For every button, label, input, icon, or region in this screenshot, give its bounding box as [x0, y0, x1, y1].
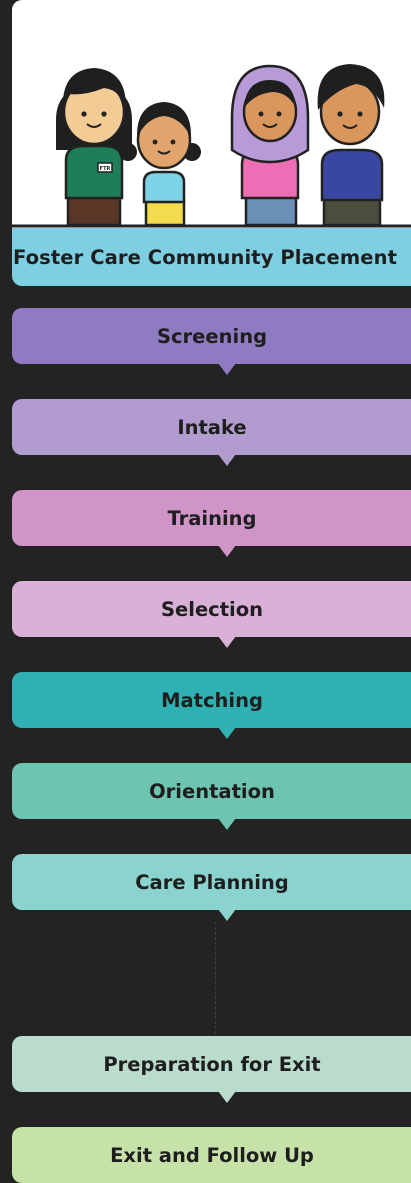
- step-label: Care Planning: [135, 870, 289, 894]
- step-label: Selection: [160, 597, 264, 621]
- step-pointer: [218, 818, 236, 830]
- adult-figure-hijab: [230, 64, 310, 227]
- step-preparation-for-exit[interactable]: Preparation for Exit: [12, 1036, 411, 1103]
- step-pointer: [218, 727, 236, 739]
- adult-figure-left: FTR: [56, 68, 132, 227]
- step-orientation[interactable]: Orientation: [12, 763, 411, 830]
- family-illustration-svg: FTR: [12, 64, 411, 228]
- step-label: Screening: [156, 324, 268, 348]
- child-figure: [119, 102, 201, 227]
- step-pointer: [218, 636, 236, 648]
- program-title: Foster Care Community Placement: [13, 245, 397, 269]
- step-selection[interactable]: Selection: [12, 581, 411, 648]
- step-pointer: [218, 909, 236, 921]
- name-badge-text: FTR: [100, 166, 111, 172]
- step-pointer: [218, 545, 236, 557]
- step-training[interactable]: Training: [12, 490, 411, 557]
- step-label: Training: [167, 506, 257, 530]
- step-label: Exit and Follow Up: [110, 1143, 314, 1167]
- step-care-planning[interactable]: Care Planning: [12, 854, 411, 921]
- step-label: Matching: [161, 688, 263, 712]
- step-label: Preparation for Exit: [103, 1052, 321, 1076]
- step-label: Intake: [177, 415, 247, 439]
- adult-figure-right: [317, 64, 385, 227]
- step-connector-line: [215, 922, 216, 1034]
- step-matching[interactable]: Matching: [12, 672, 411, 739]
- step-intake[interactable]: Intake: [12, 399, 411, 466]
- program-title-bar: Foster Care Community Placement: [12, 228, 411, 286]
- step-exit-and-follow-up[interactable]: Exit and Follow Up: [12, 1127, 411, 1183]
- step-pointer: [218, 454, 236, 466]
- step-pointer: [218, 363, 236, 375]
- step-pointer: [218, 1091, 236, 1103]
- step-screening[interactable]: Screening: [12, 308, 411, 375]
- step-label: Orientation: [149, 779, 275, 803]
- family-illustration: FTR: [12, 0, 411, 228]
